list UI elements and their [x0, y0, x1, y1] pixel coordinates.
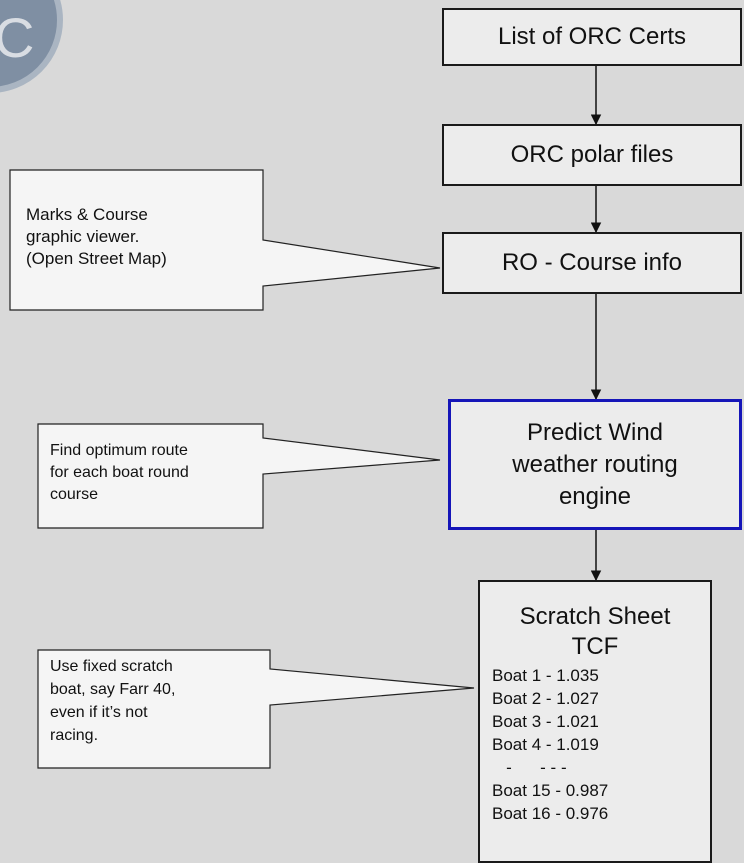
- logo: [0, 0, 63, 93]
- node-orc-certs-label: List of ORC Certs: [497, 23, 687, 50]
- scratch-row-ellipsis: - - - -: [492, 758, 567, 777]
- callout-scratch-line-4: racing.: [50, 727, 99, 744]
- predict-line-1: Predict Wind: [526, 418, 664, 446]
- predict-line-2: weather routing: [512, 450, 678, 478]
- callout-scratch-shape: [37, 649, 475, 769]
- node-ro-course-label: RO - Course info: [501, 249, 683, 276]
- logo-letter: C: [0, 6, 35, 69]
- scratch-row: Boat 1 - 1.035: [492, 666, 599, 685]
- node-orc-polar: ORC polar files: [442, 124, 742, 186]
- callout-marks-line-2: graphic viewer.: [26, 227, 140, 246]
- callout-marks-line-3: (Open Street Map): [26, 249, 167, 268]
- callout-marks-shape: [9, 169, 441, 311]
- node-orc-certs: List of ORC Certs: [442, 8, 742, 66]
- callout-scratch-line-3: even if it’s not: [50, 704, 148, 721]
- callout-scratch-text: Use fixed scratch boat, say Farr 40, eve…: [50, 655, 175, 747]
- callout-route-line-1: Find optimum route: [50, 442, 188, 459]
- callout-route-text: Find optimum route for each boat round c…: [50, 440, 189, 506]
- callout-route-line-3: course: [50, 486, 99, 503]
- node-predict-wind: Predict Wind weather routing engine: [448, 399, 742, 530]
- scratch-row: Boat 15 - 0.987: [492, 781, 609, 800]
- scratch-title: Scratch Sheet TCF: [478, 602, 712, 662]
- callout-scratch-line-2: boat, say Farr 40,: [50, 681, 176, 698]
- node-orc-polar-label: ORC polar files: [510, 141, 674, 168]
- callout-marks-line-1: Marks & Course: [26, 205, 148, 224]
- node-ro-course: RO - Course info: [442, 232, 742, 294]
- scratch-row: Boat 4 - 1.019: [492, 735, 599, 754]
- predict-line-3: engine: [558, 482, 632, 510]
- scratch-row: Boat 16 - 0.976: [492, 804, 609, 823]
- callout-marks-text: Marks & Course graphic viewer. (Open Str…: [26, 204, 167, 270]
- callout-scratch-line-1: Use fixed scratch: [50, 658, 173, 675]
- scratch-row: Boat 2 - 1.027: [492, 689, 599, 708]
- scratch-row: Boat 3 - 1.021: [492, 712, 599, 731]
- callout-route-shape: [37, 423, 441, 529]
- node-scratch-sheet: [478, 580, 712, 863]
- callout-route-line-2: for each boat round: [50, 464, 189, 481]
- scratch-title-line-1: Scratch Sheet: [519, 603, 671, 630]
- scratch-title-line-2: TCF: [571, 633, 619, 660]
